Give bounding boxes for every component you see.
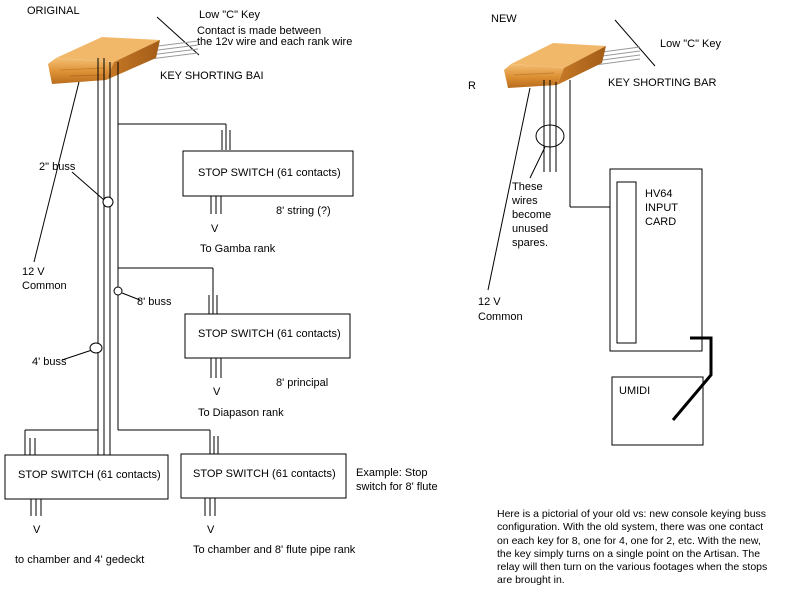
buss-2-marker: [102, 196, 114, 208]
example-line2: switch for 8' flute: [356, 481, 438, 493]
buss-wires: [24, 58, 231, 460]
low-c-pointer-line: [156, 16, 200, 56]
buss-8-label: 8' buss: [137, 296, 172, 308]
card-to-umidi-cable: [671, 336, 713, 421]
explanation-note: Here is a pictorial of your old vs: new …: [497, 508, 768, 587]
stop-switch-2-dest: To Diapason rank: [198, 407, 284, 419]
spares-line2: wires: [511, 195, 538, 207]
stop-switch-1: STOP SWITCH (61 contacts) V: [182, 150, 354, 235]
stop-switch-2: STOP SWITCH (61 contacts) V: [184, 313, 351, 398]
buss-8-marker: [113, 286, 123, 296]
stop-switch-1-stop: 8' string (?): [276, 205, 331, 217]
new-key-shorting-bar: [504, 43, 641, 88]
new-common-label-2: Common: [478, 311, 523, 323]
spares-line1: These: [512, 181, 543, 193]
stop-switch-2-v: V: [213, 386, 221, 398]
stop-switch-3-dest: to chamber and 4' gedeckt: [15, 554, 144, 566]
spares-line3: become: [512, 209, 551, 221]
stop-switch-4-dest: To chamber and 8' flute pipe rank: [193, 544, 356, 556]
hv64-label-3: CARD: [645, 216, 676, 228]
new-shorting-bar-label: KEY SHORTING BAR: [608, 77, 716, 89]
original-shorting-bar-label: KEY SHORTING BAI: [160, 70, 264, 82]
original-common-wire: [33, 81, 80, 263]
stop-switch-4-label: STOP SWITCH (61 contacts): [193, 468, 336, 480]
stop-switch-3-label: STOP SWITCH (61 contacts): [18, 469, 161, 481]
hv64-input-card: HV64 INPUT CARD: [609, 168, 703, 352]
stop-switch-1-v: V: [211, 223, 219, 235]
original-common-label-2: Common: [22, 280, 67, 292]
buss-2-pointer: [71, 171, 105, 201]
umidi-label: UMIDI: [619, 385, 650, 397]
stop-switch-1-label: STOP SWITCH (61 contacts): [198, 167, 341, 179]
stop-switch-4: STOP SWITCH (61 contacts) V: [180, 453, 347, 536]
stop-switch-3-v: V: [33, 524, 41, 536]
spares-pointer: [529, 146, 546, 179]
stop-switch-4-v: V: [207, 524, 215, 536]
spares-line4: unused: [512, 223, 548, 235]
buss-8-pointer: [121, 292, 141, 301]
hv64-label-2: INPUT: [645, 202, 678, 214]
contact-note-line1: Contact is made between: [197, 25, 321, 37]
stop-switch-2-stop: 8' principal: [276, 377, 328, 389]
example-line1: Example: Stop: [356, 467, 428, 479]
buss-2-label: 2" buss: [39, 161, 76, 173]
buss-4-pointer: [61, 349, 93, 361]
new-stray-glyph: R: [468, 80, 476, 92]
new-low-c-label: Low "C" Key: [660, 38, 721, 50]
buss-4-marker: [89, 342, 103, 354]
spares-line5: spares.: [512, 237, 548, 249]
stop-switch-3: STOP SWITCH (61 contacts) V: [4, 454, 169, 536]
original-common-label-1: 12 V: [22, 266, 45, 278]
contact-note-line2: the 12v wire and each rank wire: [197, 36, 352, 48]
stop-switch-1-dest: To Gamba rank: [200, 243, 276, 255]
buss-4-label: 4' buss: [32, 356, 67, 368]
new-heading: NEW: [491, 13, 517, 25]
umidi-box: UMIDI: [611, 376, 704, 446]
original-heading: ORIGINAL: [27, 5, 80, 17]
stop-switch-2-label: STOP SWITCH (61 contacts): [198, 328, 341, 340]
spares-marker: [535, 124, 565, 148]
hv64-label-1: HV64: [645, 188, 673, 200]
original-low-c-label: Low "C" Key: [199, 9, 260, 21]
new-common-label-1: 12 V: [478, 296, 501, 308]
new-wires: [487, 80, 618, 291]
new-low-c-pointer-line: [614, 19, 656, 67]
